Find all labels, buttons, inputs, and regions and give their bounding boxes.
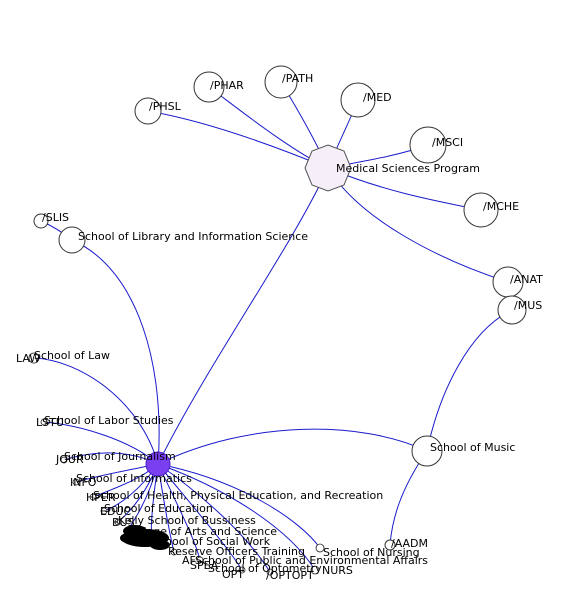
hper-node[interactable] bbox=[89, 493, 97, 501]
medical-center-node[interactable] bbox=[304, 144, 352, 192]
edge-root-rotc bbox=[157, 463, 175, 553]
rotc-node[interactable] bbox=[170, 548, 178, 556]
mche-node[interactable] bbox=[463, 192, 499, 228]
law-node[interactable] bbox=[28, 352, 40, 364]
music-cluster: School of Music /AADM bbox=[384, 435, 515, 551]
school-label-education: School of Education bbox=[104, 502, 213, 515]
edge-root-med bbox=[157, 167, 329, 465]
med-node[interactable] bbox=[340, 82, 376, 118]
school-label-nursing: School of Nursing bbox=[323, 546, 420, 559]
code-label-info: INFO bbox=[70, 476, 97, 489]
code-label-nurs: NURS bbox=[322, 564, 353, 577]
code-label-spea: SPEA bbox=[190, 559, 219, 572]
path-node[interactable] bbox=[264, 65, 298, 99]
school-label-social-work: School of Social Work bbox=[152, 535, 271, 548]
school-label-law: School of Law bbox=[34, 349, 110, 362]
edge-root-lib bbox=[71, 239, 160, 465]
nurs-node[interactable] bbox=[310, 565, 320, 575]
edge-root-opt bbox=[157, 463, 243, 571]
phar-label: /PHAR bbox=[210, 79, 244, 92]
labor-node[interactable] bbox=[40, 418, 48, 426]
edge-med-phsl bbox=[147, 110, 329, 169]
nursing-node[interactable] bbox=[315, 543, 325, 553]
code-label-lstu: LSTU bbox=[36, 416, 64, 429]
code-label-jour: JOUR bbox=[55, 453, 84, 466]
code-label-opt: OPT bbox=[222, 568, 244, 581]
school-label-spea: School of Public and Environmental Affai… bbox=[195, 554, 428, 567]
mus-label: /MUS bbox=[514, 299, 542, 312]
code-label-optopt: /OPTOPT bbox=[266, 569, 314, 582]
dense-subnode-cluster bbox=[120, 525, 170, 550]
aadm-label: /AADM bbox=[391, 537, 428, 550]
edge-music-mus bbox=[426, 309, 513, 452]
code-label-af: AF bbox=[182, 554, 196, 567]
msci-node[interactable] bbox=[409, 126, 447, 164]
edge-root-law bbox=[33, 357, 159, 465]
phar-node[interactable] bbox=[193, 71, 225, 103]
root-node[interactable] bbox=[145, 451, 171, 477]
music-center-node[interactable] bbox=[411, 435, 443, 467]
library-cluster: School of Library and Information Scienc… bbox=[33, 211, 308, 254]
school-label-informatics: School of Informatics bbox=[76, 472, 192, 485]
edge-root-music bbox=[157, 428, 428, 465]
school-label-hper: School of Health, Physical Education, an… bbox=[93, 489, 383, 502]
bus-node[interactable] bbox=[114, 518, 122, 526]
school-label-journalism: School of Journalism bbox=[64, 450, 176, 463]
medical-center-label: Medical Sciences Program bbox=[336, 162, 480, 175]
spea-node[interactable] bbox=[196, 556, 204, 564]
mus-node[interactable] bbox=[497, 295, 527, 325]
edge-root-nursing bbox=[157, 463, 321, 549]
phsl-label: /PHSL bbox=[149, 100, 182, 113]
path-label: /PATH bbox=[282, 72, 313, 85]
schools-cluster: School of Law School of Labor Studies Sc… bbox=[16, 349, 428, 582]
school-label-rotc: Reserve Officers Training bbox=[168, 545, 305, 558]
mche-label: /MCHE bbox=[483, 200, 519, 213]
info-node[interactable] bbox=[72, 478, 80, 486]
medical-cluster: Medical Sciences Program /PHAR /PATH /PH… bbox=[134, 65, 543, 325]
anat-label: /ANAT bbox=[510, 273, 543, 286]
library-center-node[interactable] bbox=[58, 226, 86, 254]
school-label-business: Kelly School of Bussiness bbox=[118, 514, 256, 527]
code-label-hper: HPER bbox=[86, 491, 116, 504]
aadm-node[interactable] bbox=[384, 539, 396, 551]
phsl-node[interactable] bbox=[134, 97, 162, 125]
slis-node[interactable] bbox=[33, 213, 49, 229]
music-center-label: School of Music bbox=[430, 441, 515, 454]
slis-label: /SLIS bbox=[42, 211, 69, 224]
opt-node[interactable] bbox=[238, 566, 246, 574]
dense-blob-4 bbox=[120, 533, 136, 543]
optopt-node[interactable] bbox=[266, 568, 274, 576]
msci-label: /MSCI bbox=[432, 136, 463, 149]
edge-root-nurs bbox=[157, 463, 316, 571]
dense-blob-3 bbox=[150, 540, 170, 550]
edge-root-spea bbox=[157, 463, 201, 561]
edge-root-labor bbox=[43, 421, 159, 465]
school-label-optometry: School of Optometry bbox=[208, 562, 322, 575]
school-label-labor: School of Labor Studies bbox=[44, 414, 174, 427]
code-label-law: LAW bbox=[16, 352, 40, 365]
jour-node[interactable] bbox=[60, 456, 68, 464]
educ-node[interactable] bbox=[100, 507, 108, 515]
library-center-label: School of Library and Information Scienc… bbox=[78, 230, 308, 243]
code-label-bus: BUS bbox=[112, 516, 135, 529]
med-label: /MED bbox=[363, 91, 392, 104]
edge-root-optopt bbox=[157, 463, 271, 573]
code-label-educ: EDUC bbox=[100, 505, 131, 518]
school-label-arts-science: College of Arts and Science bbox=[126, 525, 277, 538]
edge-med-anat bbox=[327, 167, 509, 283]
